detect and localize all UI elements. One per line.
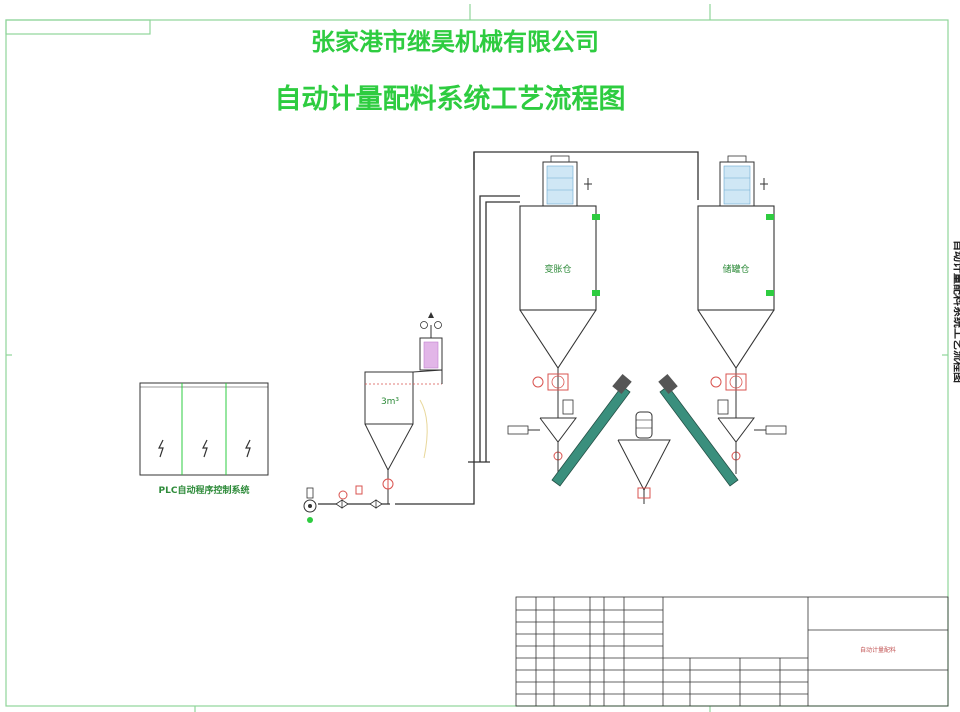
valve-icon xyxy=(355,485,363,495)
lightning-icon xyxy=(245,439,251,458)
company-name: 张家港市继昊机械有限公司 xyxy=(311,28,599,56)
screw-conveyor-left xyxy=(551,374,632,487)
drawing-frame xyxy=(5,4,949,712)
screw-conveyor-right xyxy=(658,374,739,487)
batching-hopper: 3m³ xyxy=(364,312,443,504)
diagram-title: 自动计量配料系统工艺流程图 xyxy=(275,83,626,115)
mixing-hopper xyxy=(617,411,671,504)
lightning-icon xyxy=(158,439,164,458)
silo-right: 储罐仓 xyxy=(697,155,787,474)
left-silo-label: 变胀仓 xyxy=(544,263,571,275)
hopper-volume-label: 3m³ xyxy=(381,397,399,407)
lightning-icon xyxy=(202,439,208,458)
side-note: 自动计量配料系统工艺流程图 xyxy=(952,240,960,383)
conveying-pipeline xyxy=(318,151,699,505)
plc-control-cabinet: PLC自动程序控制系统 xyxy=(139,382,269,496)
blower-unit xyxy=(303,485,383,523)
valve-icon xyxy=(338,490,348,500)
title-block-drawing-name: 自动计量配料 xyxy=(860,646,896,654)
silo-left: 变胀仓 xyxy=(507,155,600,474)
valve-icon xyxy=(710,376,722,388)
right-silo-label: 储罐仓 xyxy=(722,263,749,275)
title-block xyxy=(515,596,949,707)
valve-icon xyxy=(637,487,651,499)
plc-label: PLC自动程序控制系统 xyxy=(159,484,250,496)
valve-icon xyxy=(532,376,544,388)
